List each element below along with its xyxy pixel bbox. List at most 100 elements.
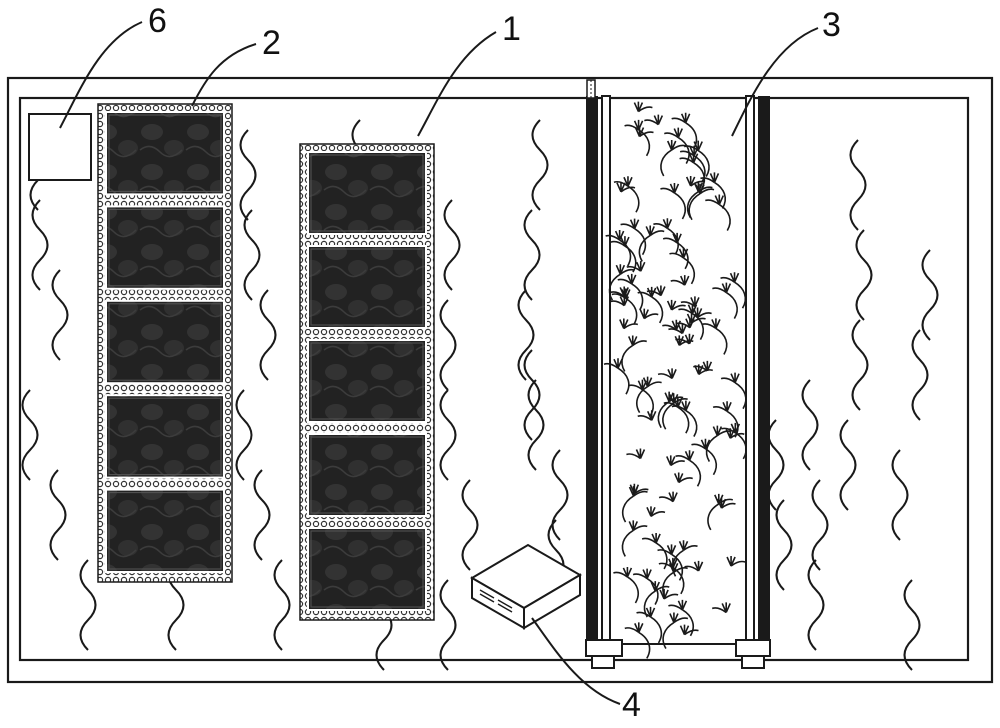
plant-sprig [668,323,688,335]
callout-label-4: 4 [622,686,641,724]
water-wave [523,209,541,301]
leader-line-3 [731,27,819,137]
callout-label-2: 2 [262,24,281,62]
assembly-1-panel [307,245,427,329]
plant-sprig [721,422,747,460]
channel-left-post [586,96,598,644]
leader-line-2 [191,43,257,107]
water-wave [851,319,869,411]
plant-sprig [624,622,651,659]
plant-sprig [638,225,665,262]
channel-left-foot [585,639,623,669]
callout-label-6: 6 [148,2,167,40]
water-wave [517,289,535,381]
plant-sprig [685,175,705,187]
channel-right-foot [735,639,771,669]
leader-line-6 [59,21,143,129]
water-wave [839,419,857,511]
plant-sprig [636,376,662,414]
plant-sprig [658,557,685,595]
water-wave [439,299,457,391]
plant-sprig [659,588,679,600]
plant-sprig [617,273,644,311]
water-wave [811,479,829,571]
water-wave [551,449,569,541]
plant-sprig [613,176,640,213]
water-wave [235,389,253,481]
water-wave [461,479,479,571]
sensor-box-6 [28,113,92,181]
plant-sprig [693,360,713,372]
plant-sprig [679,145,706,183]
plant-sprig [668,599,694,637]
plant-sprig [636,606,663,644]
plant-sprig [664,127,690,164]
plant-sprig [626,448,646,460]
water-wave [903,579,921,671]
leader-line-4 [531,617,621,705]
assembly-2-panel [105,394,225,479]
water-wave [31,199,49,291]
assembly-2-panel [105,488,225,574]
plant-sprig [662,612,689,649]
plant-sprig [666,455,686,467]
control-box-4 [470,543,582,630]
plant-sprig [639,308,659,320]
water-wave [849,139,867,231]
water-wave [855,229,873,321]
plant-sprig [700,172,726,209]
water-wave [523,349,541,441]
control-box-side [523,573,581,630]
plant-sprig [720,272,747,309]
plant-sprig [674,335,694,346]
plant-sprig [673,472,693,484]
plant-sprig [641,532,668,570]
plant-sprig [633,101,653,113]
plant-sprig [626,261,646,272]
plant-sprig [619,318,639,330]
leader-lines [59,21,819,705]
plant-sprig [707,493,734,531]
assembly-2-panel [105,205,225,290]
callout-label-1: 1 [502,10,521,48]
leader-line-1 [417,31,497,137]
water-wave [921,249,939,341]
plant-sprig [624,119,651,157]
plant-sprig [712,282,738,319]
plant-sprig [621,335,647,372]
plant-sprig [675,450,702,487]
water-wave [21,389,39,481]
plant-sprig [666,299,686,311]
water-wave [49,469,67,561]
plant-sprigs [603,101,747,659]
water-wave [79,559,97,651]
plant-sprig [637,286,664,324]
plant-sprig [660,182,686,220]
water-wave [443,199,461,291]
plant-sprig [684,560,704,572]
plant-sprig [609,286,629,298]
water-wave [243,209,261,301]
panel-assembly-2 [97,103,233,583]
assembly-1-panel [307,151,427,235]
plant-sprig [637,410,657,421]
water-wave [531,119,549,211]
water-wave [891,449,909,541]
water-wave [807,559,825,651]
plant-sprig [671,400,698,437]
plant-sprig [658,491,678,503]
plant-sprig [701,318,728,355]
water-wave [767,419,785,511]
plant-sprig [646,506,666,517]
plant-sprig [686,181,713,219]
callout-label-3: 3 [822,6,841,44]
tank-inner-wall [18,96,970,662]
water-wave [259,289,277,381]
channel-right-post [758,96,770,644]
plant-sprig [670,275,690,286]
plant-sprig [726,556,746,567]
channel-right-rail [745,95,755,645]
plant-sprig [679,624,699,636]
plant-sprig [657,368,677,380]
water-wave [239,129,257,221]
